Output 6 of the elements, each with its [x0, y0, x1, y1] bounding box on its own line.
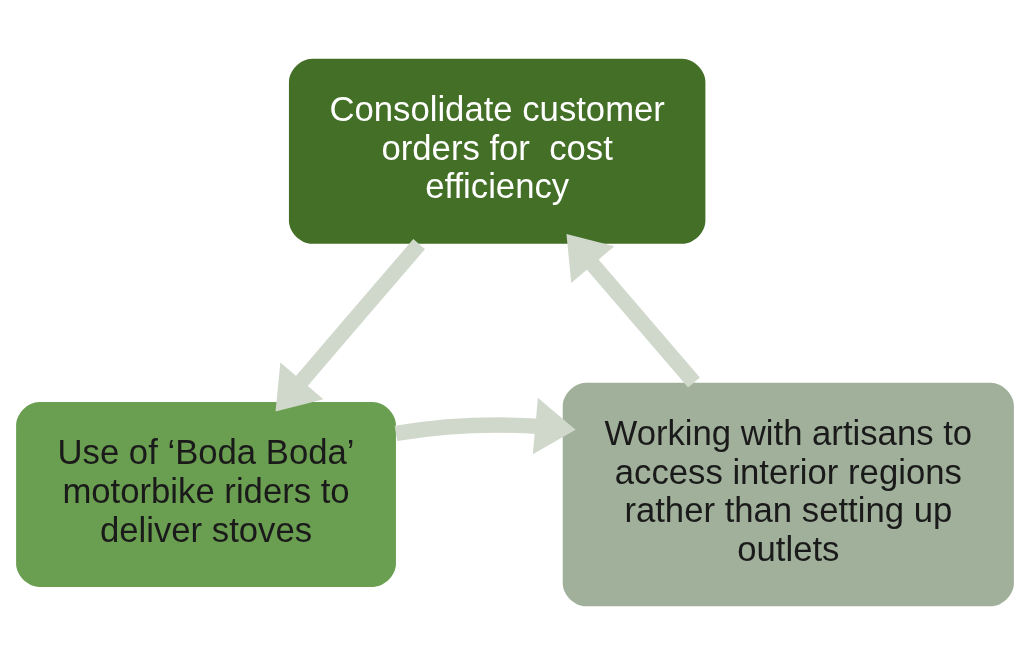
node-box: Working with artisans to access interior regions rather than setting up outlets — [562, 382, 1014, 607]
node-box: Use of ‘Boda Boda’ motorbike riders to deliver stoves — [16, 401, 396, 587]
node-box: Consolidate customer orders for cost efficiency — [288, 58, 706, 244]
arrow — [566, 233, 700, 388]
arrow — [394, 397, 576, 455]
arrow — [275, 239, 425, 412]
